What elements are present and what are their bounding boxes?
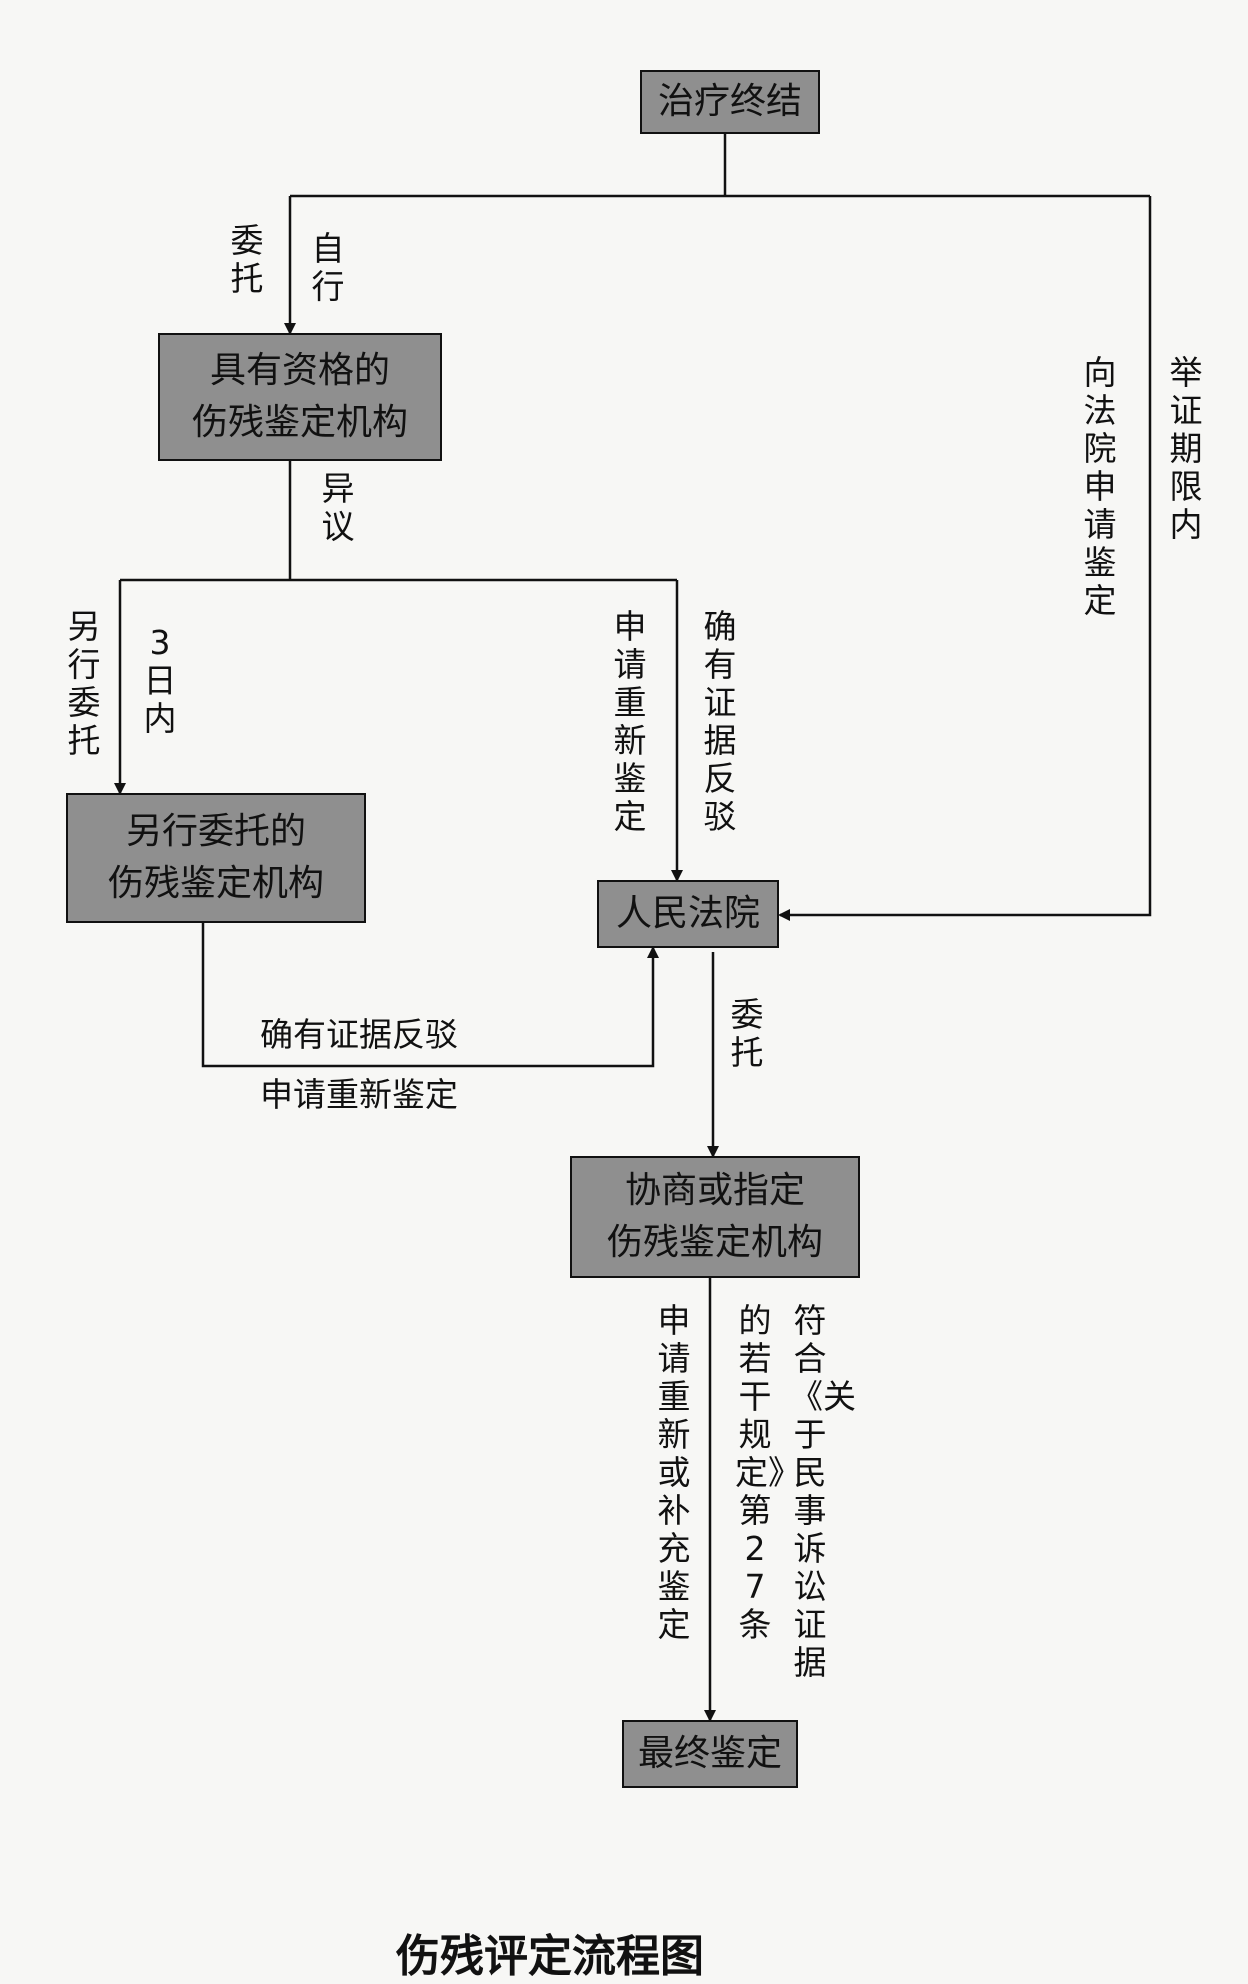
edge-other-to-court [201, 922, 659, 1068]
node-negotiated-line2: 伤残鉴定机构 [606, 1222, 823, 1263]
node-other-line2: 伤残鉴定机构 [107, 863, 324, 904]
label-self: 自行 [311, 229, 345, 306]
diagram-caption: 伤残评定流程图 [396, 1931, 704, 1982]
edge-right-to-court [778, 196, 1152, 921]
label-comply-rule: 符合《关于民事诉讼证据 [790, 1301, 856, 1682]
label-court-entrust: 委托 [730, 995, 764, 1072]
label-three-days: 3日内 [143, 623, 177, 738]
label-bottom-apply: 申请重新鉴定 [260, 1075, 458, 1114]
label-other-entrust: 另行委托 [67, 607, 101, 760]
node-qualified-institution: 具有资格的 伤残鉴定机构 [158, 333, 442, 461]
label-objection: 异议 [321, 469, 355, 546]
label-evidence-refute: 确有证据反驳 [703, 607, 737, 836]
label-apply-court: 向法院申请鉴定 [1083, 353, 1117, 620]
node-court: 人民法院 [597, 880, 779, 948]
label-comply-rule-2: 的若干规定》第27条 [735, 1301, 801, 1644]
node-qualified-line2: 伤残鉴定机构 [191, 402, 408, 443]
label-apply-supplement: 申请重新或补充鉴定 [657, 1301, 691, 1644]
node-qualified-line1: 具有资格的 [209, 350, 390, 391]
node-treatment-end-label: 治疗终结 [657, 81, 802, 122]
node-other-line1: 另行委托的 [125, 811, 306, 852]
label-evidence-period: 举证期限内 [1169, 353, 1203, 544]
node-court-label: 人民法院 [615, 893, 760, 934]
label-entrust: 委托 [230, 221, 264, 298]
label-bottom-evidence: 确有证据反驳 [260, 1015, 458, 1054]
node-other-institution: 另行委托的 伤残鉴定机构 [66, 793, 366, 923]
node-negotiated-institution: 协商或指定 伤残鉴定机构 [570, 1156, 860, 1278]
node-negotiated-line1: 协商或指定 [624, 1170, 805, 1211]
label-apply-reappraisal: 申请重新鉴定 [613, 607, 647, 836]
node-final-label: 最终鉴定 [637, 1733, 782, 1774]
node-final-appraisal: 最终鉴定 [622, 1720, 798, 1788]
node-treatment-end: 治疗终结 [640, 70, 820, 134]
